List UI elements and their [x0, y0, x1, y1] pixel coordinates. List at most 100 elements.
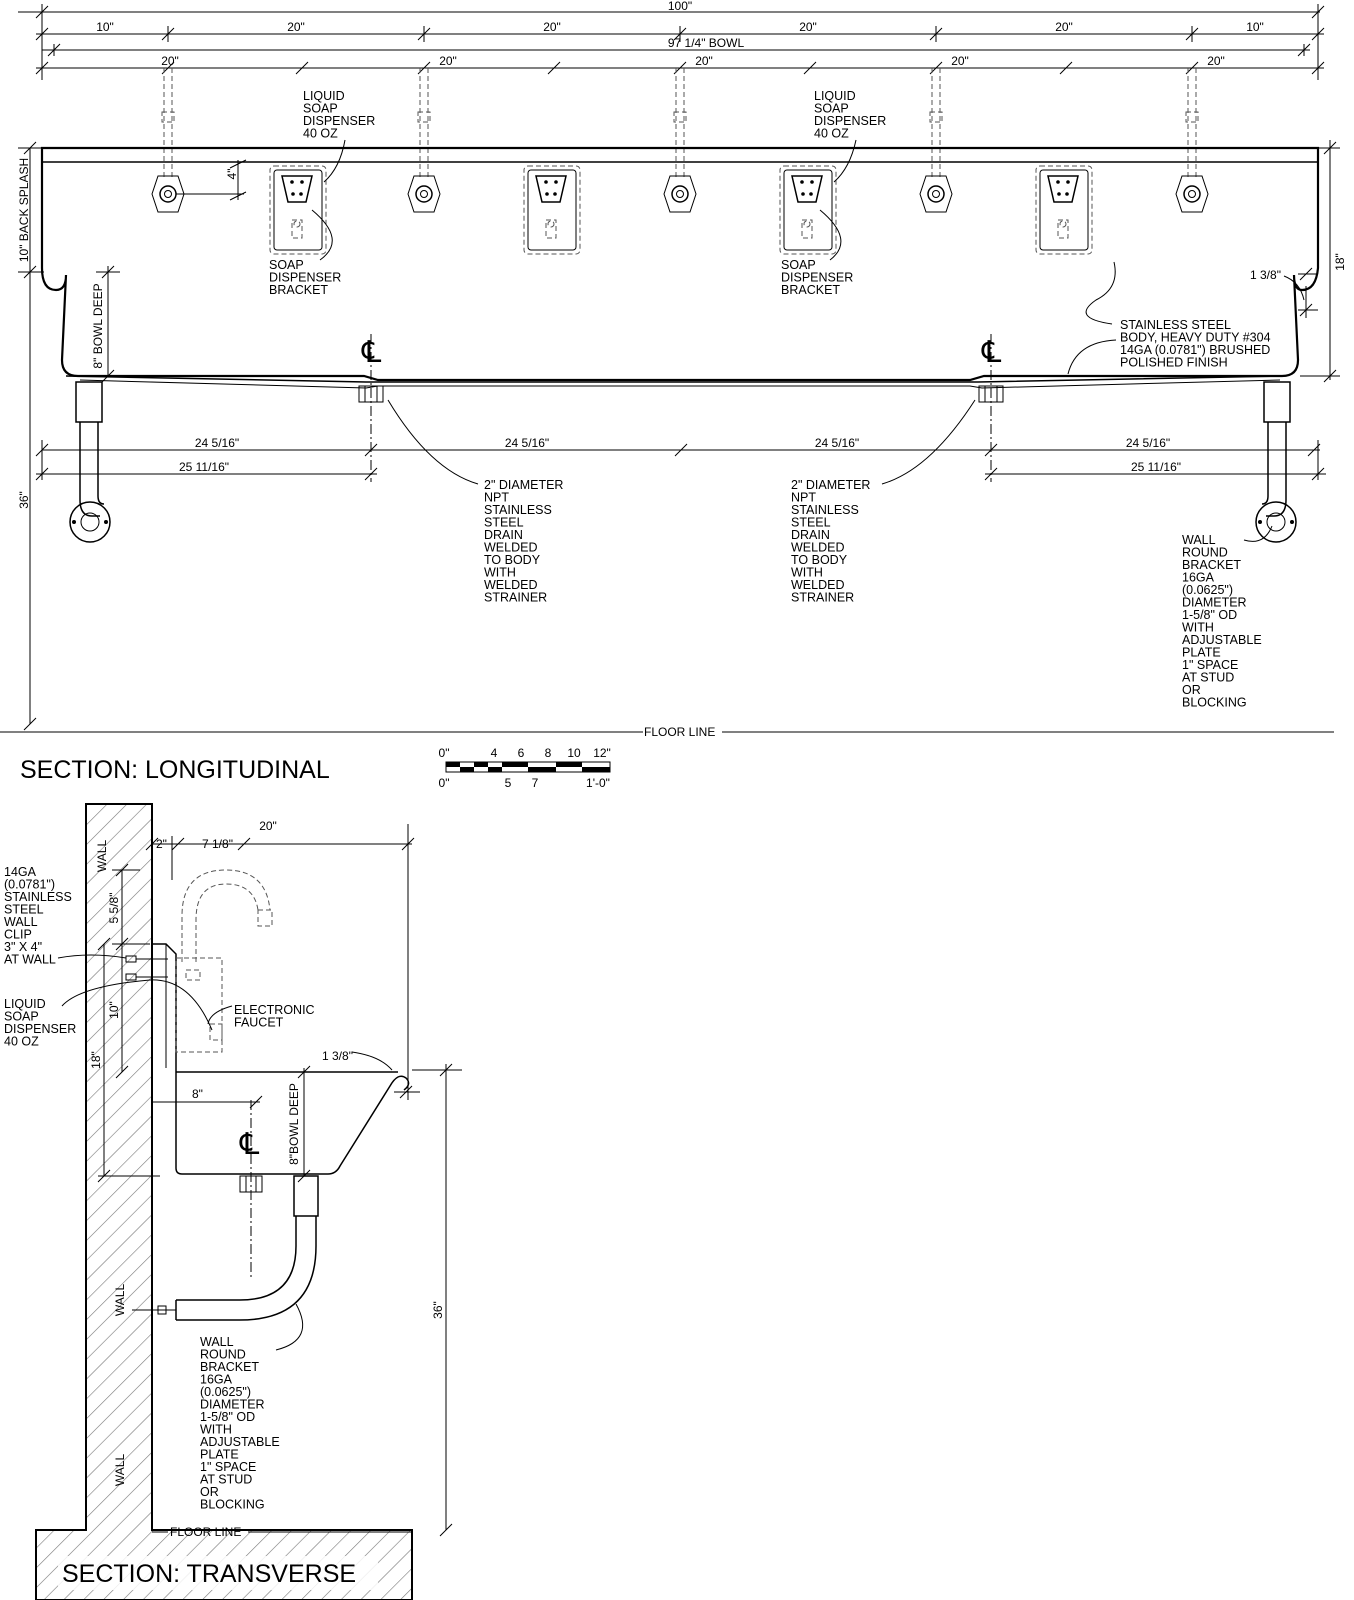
height-36-label: 36" — [17, 491, 31, 509]
transverse-drain: ℄ — [239, 1100, 263, 1280]
soap-dispenser-1 — [269, 165, 327, 255]
longitudinal-section: 100" 10" 20" 20" 20" 20" 10" 97 1/4" BOW… — [0, 0, 1347, 784]
depth-label: 20" — [259, 819, 277, 833]
spacing-label-2: 20" — [543, 20, 561, 34]
transverse-leaders — [57, 954, 233, 1031]
drain-2: ℄ — [978, 334, 1004, 482]
soap-dispensers — [269, 165, 1093, 255]
back-splash-label: 10" BACK SPLASH — [17, 158, 31, 262]
left-wall-bracket — [69, 381, 111, 543]
drains: ℄ ℄ — [358, 334, 1004, 482]
faucet-offset-label: 4" — [225, 169, 239, 180]
right-wall-bracket — [1243, 381, 1297, 543]
scale-bottom-tick-7: 7 — [532, 776, 539, 790]
wall-label-2: WALL — [113, 1284, 127, 1317]
drain-1: ℄ — [358, 334, 384, 482]
scale-bottom-tick-0: 0" — [439, 776, 450, 790]
bowl-deep-label-transverse: 8"BOWL DEEP — [287, 1083, 301, 1165]
transverse-dimension-text: 20" 2" 7 1/8" 5 5/8" 10" 18" 1 3/8" 8" 8… — [89, 819, 445, 1319]
faucet-spacing-label-4: 20" — [951, 54, 969, 68]
height-36-label-transverse: 36" — [431, 1301, 445, 1319]
scale-bar: 0" 4 6 8 10 12" 0" 5 7 1'-0" — [439, 746, 611, 790]
scale-top-tick-8: 8 — [545, 746, 552, 760]
height-18-label-transverse: 18" — [89, 1051, 103, 1069]
scale-top-tick-4: 4 — [491, 746, 498, 760]
drain-dimension-text: 24 5/16" 24 5/16" 24 5/16" 24 5/16" 25 1… — [179, 436, 1181, 474]
drain-outer-label-left: 25 11/16" — [179, 460, 229, 474]
back-splash-10-label: 10" — [107, 1001, 121, 1019]
centerline-symbol-transverse: ℄ — [239, 1128, 259, 1161]
transverse-dimensions — [97, 824, 462, 1537]
overall-length-label: 100" — [668, 0, 692, 13]
soap-dispenser-4 — [1035, 165, 1093, 255]
floor-line-label: FLOOR LINE — [644, 725, 715, 739]
body-leaders — [1067, 261, 1117, 375]
faucet-height-label: 5 5/8" — [107, 893, 121, 924]
drain-spacing-label-2: 24 5/16" — [505, 436, 549, 450]
scale-top-tick-6: 6 — [518, 746, 525, 760]
transverse-wall-bracket — [132, 1175, 319, 1351]
sink-body-outline — [40, 146, 1320, 389]
drain-spacing-label-3: 24 5/16" — [815, 436, 859, 450]
longitudinal-title: SECTION: LONGITUDINAL — [20, 756, 330, 784]
faucet-offset-dimension — [176, 159, 247, 201]
rim-label-transverse: 1 3/8" — [322, 1049, 353, 1063]
drain-offset-label: 8" — [192, 1087, 203, 1101]
wall-label-1: WALL — [95, 840, 109, 873]
bowl-length-label: 97 1/4" BOWL — [668, 36, 745, 50]
scale-bottom-tick-12: 1'-0" — [586, 776, 610, 790]
faucet-spacing-label-3: 20" — [695, 54, 713, 68]
faucet-offset-label: 7 1/8" — [202, 837, 233, 851]
right-side-dimensions — [1283, 140, 1340, 383]
faucet-fittings — [151, 175, 1209, 213]
drain-leaders — [387, 399, 976, 485]
soap-dispenser-3 — [779, 165, 837, 255]
end-left-label: 10" — [96, 20, 114, 34]
faucet-spacing-label-5: 20" — [1207, 54, 1225, 68]
faucet-spacing-label-2: 20" — [439, 54, 457, 68]
transverse-floor-line-label: FLOOR LINE — [170, 1525, 241, 1539]
centerline-symbol-1: ℄ — [361, 336, 381, 369]
wall — [35, 803, 413, 1600]
bowl-deep-label: 8" BOWL DEEP — [91, 283, 105, 368]
end-right-label: 10" — [1246, 20, 1264, 34]
faucet-3 — [663, 175, 697, 213]
top-dimension-text: 100" 10" 20" 20" 20" 20" 10" 97 1/4" BOW… — [96, 0, 1264, 68]
transverse-faucet — [175, 869, 273, 1053]
scale-top-tick-10: 10 — [567, 746, 581, 760]
left-side-dimensions — [18, 141, 120, 731]
spacing-label-4: 20" — [1055, 20, 1073, 34]
soap-leaders — [311, 139, 857, 261]
faucet-spacing-label-1: 20" — [161, 54, 179, 68]
clip-offset-label: 2" — [156, 837, 167, 851]
drain-dimensions — [35, 440, 1326, 481]
height-18-label: 18" — [1333, 253, 1347, 271]
transverse-title: SECTION: TRANSVERSE — [62, 1560, 356, 1588]
faucet-4 — [919, 175, 953, 213]
scale-top-tick-12: 12" — [593, 746, 611, 760]
transverse-sink-body — [125, 943, 410, 1175]
centerline-symbol-2: ℄ — [981, 336, 1001, 369]
drain-spacing-label-4: 24 5/16" — [1126, 436, 1170, 450]
faucet-5 — [1175, 175, 1209, 213]
faucet-supply-pipes — [161, 68, 1199, 180]
faucet-2 — [407, 175, 441, 213]
wall-label-3: WALL — [113, 1454, 127, 1487]
spacing-label-3: 20" — [799, 20, 817, 34]
rim-label: 1 3/8" — [1250, 268, 1281, 282]
drain-outer-label-right: 25 11/16" — [1131, 460, 1181, 474]
drain-spacing-label-1: 24 5/16" — [195, 436, 239, 450]
top-dimension-chains — [18, 4, 1325, 80]
